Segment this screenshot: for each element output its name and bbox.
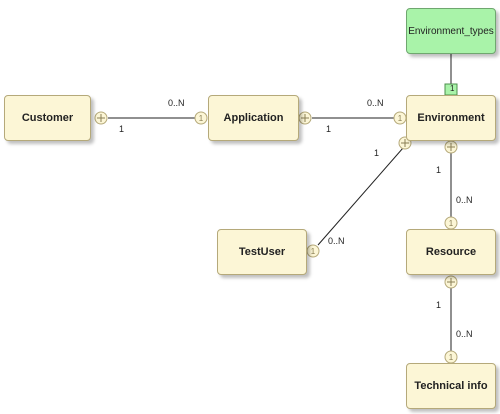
- one-marker-application: [298, 111, 312, 125]
- entity-label: Environment: [417, 112, 485, 124]
- svg-text:1: 1: [311, 247, 316, 256]
- cardinality-label: 1: [374, 148, 380, 158]
- svg-text:1: 1: [398, 114, 403, 123]
- entity-technical-info[interactable]: Technical info: [406, 363, 496, 409]
- entity-application[interactable]: Application: [208, 95, 299, 141]
- entity-environment[interactable]: Environment: [406, 95, 496, 141]
- entity-label: Technical info: [414, 380, 488, 392]
- cardinality-label: 0..N: [328, 236, 345, 246]
- relationship-environment-testuser[interactable]: [317, 147, 404, 246]
- many-marker-environment: 1: [393, 111, 407, 125]
- entity-label: TestUser: [238, 246, 286, 258]
- svg-text:1: 1: [449, 219, 454, 228]
- cardinality-label: 1: [436, 165, 442, 175]
- svg-text:1: 1: [199, 114, 204, 123]
- svg-text:1: 1: [449, 353, 454, 362]
- many-marker-resource: 1: [444, 216, 458, 230]
- one-marker-resource: [444, 275, 458, 289]
- entity-label: Customer: [21, 112, 74, 124]
- entity-label: Application: [223, 112, 284, 124]
- entity-resource[interactable]: Resource: [406, 229, 496, 275]
- entity-label: Environment_types: [408, 25, 494, 37]
- many-marker-techinfo: 1: [444, 350, 458, 364]
- envtypes-marker-label: 1: [450, 84, 455, 93]
- entity-environment-types[interactable]: Environment_types: [406, 8, 496, 54]
- cardinality-label: 1: [436, 300, 442, 310]
- cardinality-label: 0..N: [367, 98, 384, 108]
- cardinality-label: 0..N: [168, 98, 185, 108]
- cardinality-label: 1: [119, 124, 125, 134]
- cardinality-label: 1: [326, 124, 332, 134]
- entity-testuser[interactable]: TestUser: [217, 229, 307, 275]
- cardinality-label: 0..N: [456, 329, 473, 339]
- entity-customer[interactable]: Customer: [4, 95, 91, 141]
- one-marker-customer: [94, 111, 108, 125]
- one-marker-environment-resource: [444, 140, 458, 154]
- entity-label: Resource: [425, 246, 477, 258]
- many-marker-application: 1: [194, 111, 208, 125]
- many-marker-testuser: 1: [306, 244, 320, 258]
- cardinality-label: 0..N: [456, 195, 473, 205]
